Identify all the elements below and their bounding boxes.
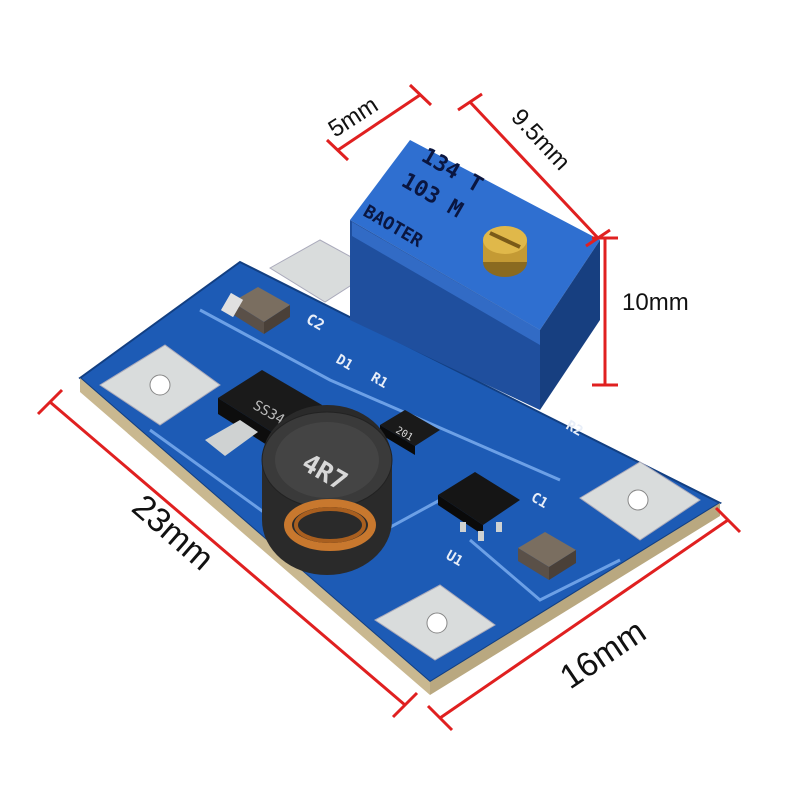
label-r1: R1 <box>368 370 391 392</box>
dimension-16mm <box>426 506 742 732</box>
pcb-edge-side <box>80 378 430 695</box>
ic-u1 <box>438 472 520 541</box>
label-r2: R2 <box>563 418 586 440</box>
dimension-23mm <box>36 388 419 719</box>
label-c1: C1 <box>528 490 551 512</box>
dim-label-16mm: 16mm <box>553 612 653 696</box>
capacitor-c2 <box>220 287 290 334</box>
potentiometer <box>350 140 600 410</box>
pcb-edge-side-right <box>430 503 720 695</box>
dim-label-5mm: 5mm <box>324 91 383 143</box>
dimension-5mm <box>325 83 433 162</box>
pad-bottom <box>374 584 496 661</box>
inductor <box>261 405 393 575</box>
dim-label-9-5mm: 9.5mm <box>506 104 576 176</box>
trace <box>469 538 621 602</box>
label-d1: D1 <box>333 352 356 374</box>
label-u1: U1 <box>443 548 466 570</box>
capacitor-c1 <box>518 532 576 580</box>
pad-right <box>579 461 701 541</box>
dim-label-10mm: 10mm <box>622 289 689 316</box>
trace <box>199 308 561 482</box>
pad-top-left <box>99 344 221 426</box>
brass-screw <box>483 226 527 277</box>
dimension-10mm <box>592 236 618 387</box>
resistor-r1 <box>380 410 440 455</box>
